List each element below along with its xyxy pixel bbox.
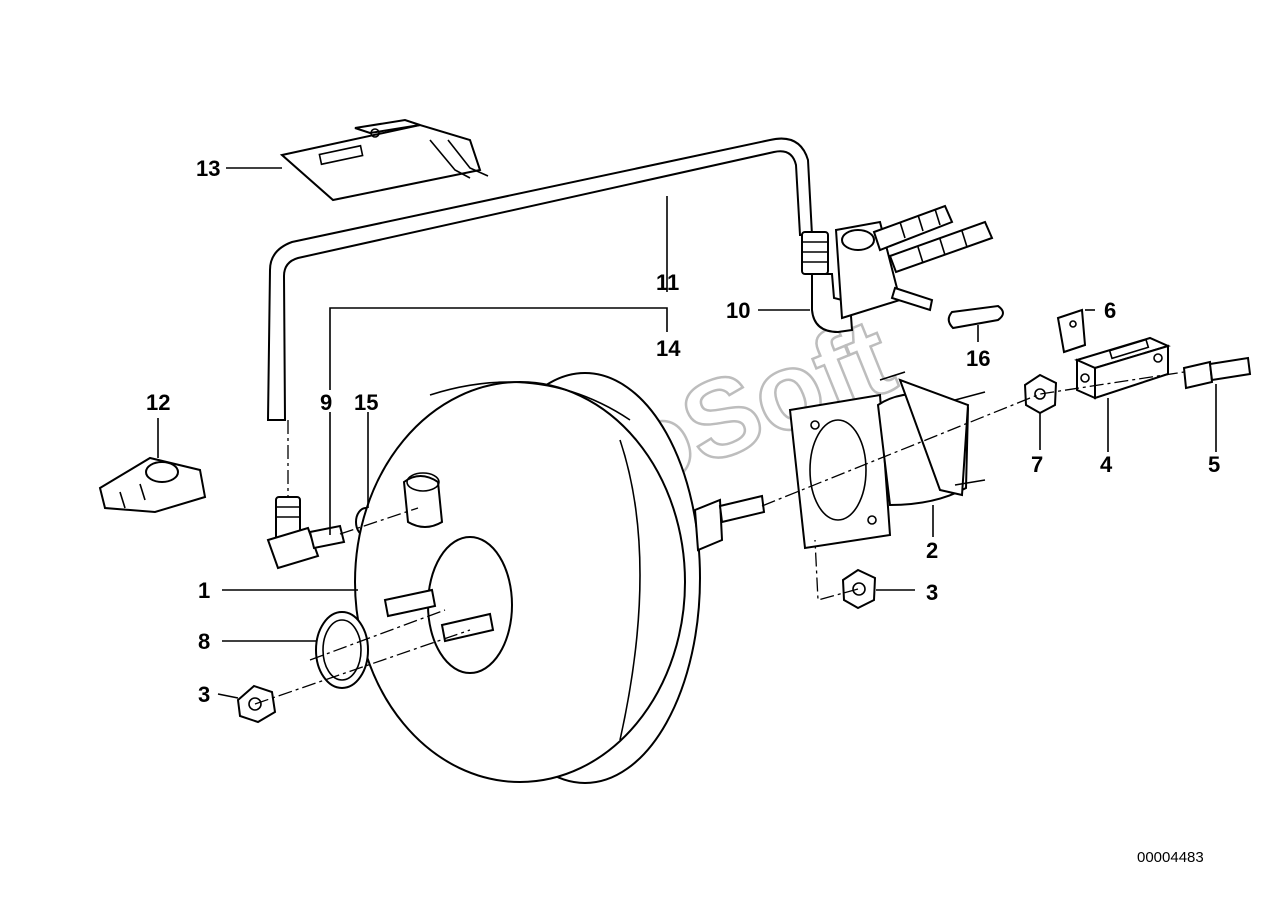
callout-7: 7 — [1031, 452, 1043, 477]
part-12-clip — [98, 456, 207, 514]
callout-3-left: 3 — [198, 682, 210, 707]
callout-11: 11 — [656, 270, 679, 295]
callout-3-right: 3 — [926, 580, 938, 605]
callout-16: 16 — [966, 346, 990, 371]
part-11-vacuum-hose — [266, 137, 814, 421]
callout-10: 10 — [726, 298, 750, 323]
part-9-elbow — [266, 496, 346, 570]
callout-1: 1 — [198, 578, 210, 603]
part-6-clip-plate — [1056, 308, 1087, 354]
part-10-check-valve — [801, 204, 994, 334]
callout-13: 13 — [196, 156, 220, 181]
callout-8: 8 — [198, 629, 210, 654]
callout-labels: 13 11 10 14 6 16 12 9 15 7 4 5 2 1 3 8 3 — [146, 156, 1220, 707]
callout-6: 6 — [1104, 298, 1116, 323]
part-13-bracket — [279, 118, 489, 202]
callout-2: 2 — [926, 538, 938, 563]
callout-9: 9 — [320, 390, 332, 415]
callout-12: 12 — [146, 390, 170, 415]
callout-15: 15 — [354, 390, 378, 415]
part-5-fitting — [1182, 356, 1252, 390]
leader-lines — [157, 167, 1217, 699]
callout-5: 5 — [1208, 452, 1220, 477]
part-4-block — [1074, 336, 1171, 400]
callout-14: 14 — [656, 336, 681, 361]
part-8-gasket-ring — [315, 611, 369, 689]
callout-4: 4 — [1100, 452, 1113, 477]
part-16-pin — [947, 304, 1004, 330]
part-2-spacer — [788, 371, 986, 550]
part-1-brake-booster — [354, 372, 766, 784]
diagram-reference-number: 00004483 — [1137, 849, 1204, 866]
part-3-nut-right — [841, 568, 877, 610]
assembly-axes — [254, 371, 1185, 705]
